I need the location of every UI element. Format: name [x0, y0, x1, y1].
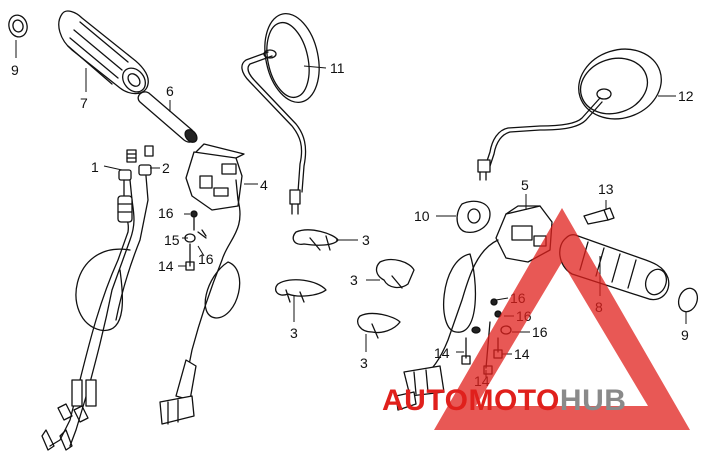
callout-6: 6	[166, 83, 174, 99]
watermark-text: AUTOMOTOHUB	[382, 384, 626, 417]
throttle-cables	[41, 175, 149, 451]
left-switch-housing	[159, 143, 245, 425]
callout-3-b: 3	[290, 325, 298, 341]
cable-clamp-3	[375, 258, 415, 289]
callout-16-right-c: 16	[532, 324, 548, 340]
callout-16-left-a: 16	[158, 205, 174, 221]
callout-3-d: 3	[360, 355, 368, 371]
watermark-text-moto: MOTO	[468, 384, 559, 417]
callout-3-a: 3	[362, 232, 370, 248]
callout-14-right-a: 14	[434, 345, 450, 361]
callout-2: 2	[162, 160, 170, 176]
cable-adjuster-1	[118, 149, 137, 181]
callout-5: 5	[521, 177, 529, 193]
cable-clamp-4	[357, 312, 401, 339]
watermark-text-auto: AUTO	[382, 384, 468, 417]
callout-7: 7	[80, 95, 88, 111]
cable-adjuster-2	[138, 145, 154, 176]
callout-1: 1	[91, 159, 99, 175]
callout-11: 11	[330, 60, 345, 76]
callout-16-left-b: 16	[198, 251, 214, 267]
throttle-pipe	[137, 91, 198, 143]
callout-9-left: 9	[11, 62, 19, 78]
callout-4: 4	[260, 177, 268, 193]
holder-10	[456, 200, 491, 233]
right-mirror	[477, 48, 662, 181]
grip-end-cap-left	[8, 14, 28, 38]
watermark-triangle	[434, 208, 690, 430]
left-mirror	[241, 13, 320, 215]
callout-14-right-c: 14	[514, 346, 530, 362]
cable-clamp-1	[292, 229, 339, 251]
bolt-13	[583, 207, 615, 225]
callout-9-right: 9	[681, 327, 689, 343]
right-switch-housing	[395, 205, 553, 411]
callout-12: 12	[678, 88, 694, 104]
watermark: AUTOMOTOHUB	[382, 208, 690, 430]
callout-3-c: 3	[350, 272, 358, 288]
callout-10: 10	[414, 208, 430, 224]
callout-14-left: 14	[158, 258, 174, 274]
cable-clamp-2	[274, 279, 327, 303]
callout-13: 13	[598, 181, 614, 197]
left-grip	[58, 10, 149, 95]
watermark-text-hub: HUB	[560, 384, 627, 417]
grip-end-cap-right	[677, 287, 699, 313]
callout-15: 15	[164, 232, 180, 248]
